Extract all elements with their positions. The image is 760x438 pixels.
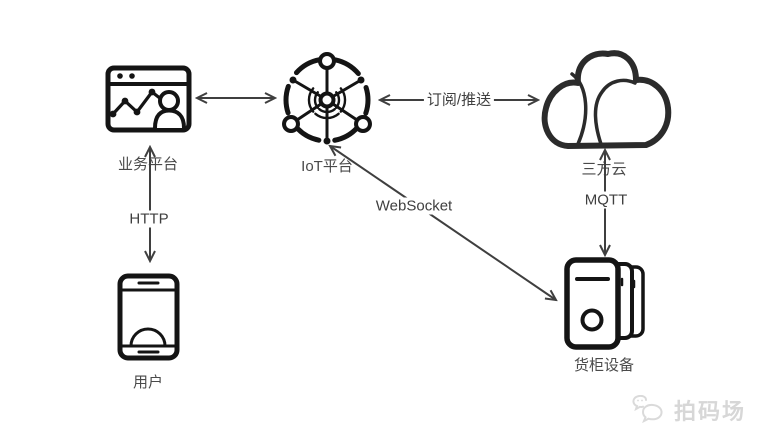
person-silhouette-glyph <box>153 90 186 130</box>
iot-node-dot <box>289 76 297 84</box>
watermark: 拍码场 <box>631 394 746 426</box>
iot-node-circle <box>282 115 300 133</box>
iot-dashed-ring <box>283 56 371 144</box>
iot-node-dot <box>323 137 331 145</box>
browser-dashboard-icon <box>105 65 192 133</box>
label-cabinet-device: 货柜设备 <box>573 357 635 374</box>
edge-lines <box>150 98 605 300</box>
iot-node-circle <box>318 52 336 70</box>
label-edge-websocket: WebSocket <box>372 197 456 215</box>
browser-titlebar-dot <box>117 73 123 79</box>
cabinet-server-icon <box>564 257 645 350</box>
iot-hub-icon <box>282 52 372 145</box>
iot-hub-center <box>318 91 336 109</box>
edge-iot-device <box>330 146 556 300</box>
label-edge-subscribe-push: 订阅/推送 <box>423 91 495 109</box>
phone-screen-arc <box>129 327 167 348</box>
iot-node-dot <box>357 76 365 84</box>
watermark-text: 拍码场 <box>673 399 746 424</box>
iot-signal-arcs <box>307 87 347 120</box>
label-edge-http: HTTP <box>126 210 172 228</box>
iot-node-circle <box>354 115 372 133</box>
cabinet-front-panel <box>564 257 621 350</box>
line-chart-glyph <box>109 88 163 118</box>
chat-bubbles-icon <box>632 395 663 424</box>
cloud-icon <box>541 50 672 149</box>
label-edge-mqtt: MQTT <box>581 191 631 209</box>
cloud-seam-left <box>570 72 588 146</box>
cloud-seam-right <box>593 78 637 146</box>
browser-titlebar-dot <box>129 73 135 79</box>
cabinet-knob <box>580 308 604 332</box>
cloud-outline <box>541 50 672 149</box>
smartphone-icon <box>117 273 180 361</box>
label-user: 用户 <box>132 374 164 391</box>
